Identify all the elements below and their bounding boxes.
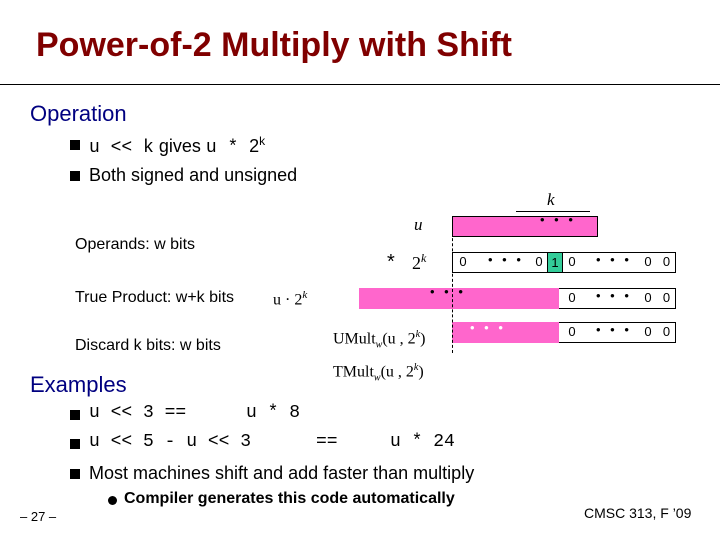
bullet-icon bbox=[70, 439, 80, 449]
example-2-left: u << 5 - u << 3 bbox=[89, 432, 252, 452]
tmult-sub: w bbox=[373, 372, 381, 384]
examples-heading: Examples bbox=[30, 372, 127, 397]
pow2k-zero-c: 0 bbox=[644, 254, 652, 269]
page-number: – 27 – bbox=[20, 509, 57, 524]
pow2k-msb: 0 bbox=[459, 254, 467, 269]
pow2k-dots-left: • • • bbox=[488, 252, 524, 267]
pow-2k: 2k bbox=[412, 251, 426, 274]
multiply-star: * bbox=[387, 251, 395, 273]
k-label: k bbox=[547, 190, 555, 209]
umult-args: (u , 2 bbox=[382, 330, 416, 348]
example-2-right: u * 24 bbox=[390, 432, 455, 452]
code-shift: u << k bbox=[89, 138, 154, 158]
operation-heading: Operation bbox=[30, 101, 127, 126]
tp-dots-right: • • • bbox=[596, 288, 632, 303]
umult-fill bbox=[452, 322, 559, 343]
tmult-close: ) bbox=[418, 363, 424, 381]
code-mult: u * bbox=[205, 138, 250, 158]
tmult-text: TMult bbox=[333, 363, 374, 381]
true-product-dots: • • • bbox=[430, 284, 466, 299]
operands-label: Operands: w bits bbox=[75, 236, 196, 253]
example-1-right: u * 8 bbox=[246, 403, 301, 423]
u-label: u bbox=[414, 215, 423, 234]
pow2k-zero-b: 0 bbox=[568, 254, 576, 269]
pow-base-2: 2 bbox=[412, 253, 421, 273]
tmult-exp: k bbox=[413, 362, 419, 373]
u-bit-box bbox=[452, 216, 598, 237]
pow2k-dots-right: • • • bbox=[596, 252, 632, 267]
tp-zero-c: 0 bbox=[662, 290, 671, 305]
discard-label: Discard k bits: w bits bbox=[75, 337, 221, 354]
example-1-left: u << 3 == bbox=[89, 403, 187, 423]
course-label: CMSC 313, F ’09 bbox=[584, 505, 692, 521]
um-zero-b: 0 bbox=[644, 324, 652, 339]
sub-bullet-icon bbox=[108, 496, 117, 505]
um-zero-a: 0 bbox=[568, 324, 576, 339]
tmult-label: TMultw(u , 2k) bbox=[333, 362, 424, 384]
umult-dots-left: • • • bbox=[470, 320, 506, 335]
bullet-icon bbox=[70, 140, 80, 150]
example-2-mid: == bbox=[316, 432, 338, 452]
example-3: Most machines shift and add faster than … bbox=[89, 463, 475, 483]
page-title: Power-of-2 Multiply with Shift bbox=[36, 26, 512, 64]
u-dot-exp: k bbox=[302, 289, 308, 301]
pow-exp: k bbox=[259, 134, 266, 148]
umult-sub: w bbox=[375, 339, 383, 351]
pow2k-zero-d: 0 bbox=[662, 254, 671, 269]
u-dot-text: u · 2 bbox=[273, 291, 303, 309]
u-times-2k: u · 2k bbox=[273, 289, 307, 309]
bullet-icon bbox=[70, 171, 80, 181]
umult-text: UMult bbox=[333, 330, 376, 348]
example-sub-1: Compiler generates this code automatical… bbox=[124, 490, 455, 507]
tp-zero-a: 0 bbox=[568, 290, 576, 305]
umult-exp: k bbox=[415, 329, 421, 340]
tp-zero-b: 0 bbox=[644, 290, 652, 305]
pow-base: 2 bbox=[249, 136, 260, 156]
tmult-args: (u , 2 bbox=[380, 363, 414, 381]
operation-bullet-2: Both signed and unsigned bbox=[89, 165, 298, 185]
operation-bullet-1: u << k gives u * 2k bbox=[89, 134, 265, 158]
bullet-icon bbox=[70, 469, 80, 479]
pow2k-one-bit: 1 bbox=[547, 252, 563, 273]
pow2k-zero-a: 0 bbox=[535, 254, 543, 269]
umult-close: ) bbox=[420, 330, 426, 348]
bullet-icon bbox=[70, 410, 80, 420]
um-zero-c: 0 bbox=[662, 324, 671, 339]
boundary-dashed-line bbox=[452, 228, 453, 353]
k-span-line bbox=[516, 211, 590, 212]
pow-exp-k: k bbox=[421, 251, 427, 265]
true-product-label: True Product: w+k bits bbox=[75, 289, 235, 306]
u-dots: • • • bbox=[540, 212, 576, 227]
gives-text: gives bbox=[158, 136, 201, 156]
umult-label: UMultw(u , 2k) bbox=[333, 329, 425, 351]
um-dots-right: • • • bbox=[596, 322, 632, 337]
true-product-fill bbox=[359, 288, 559, 309]
title-divider bbox=[0, 84, 720, 85]
